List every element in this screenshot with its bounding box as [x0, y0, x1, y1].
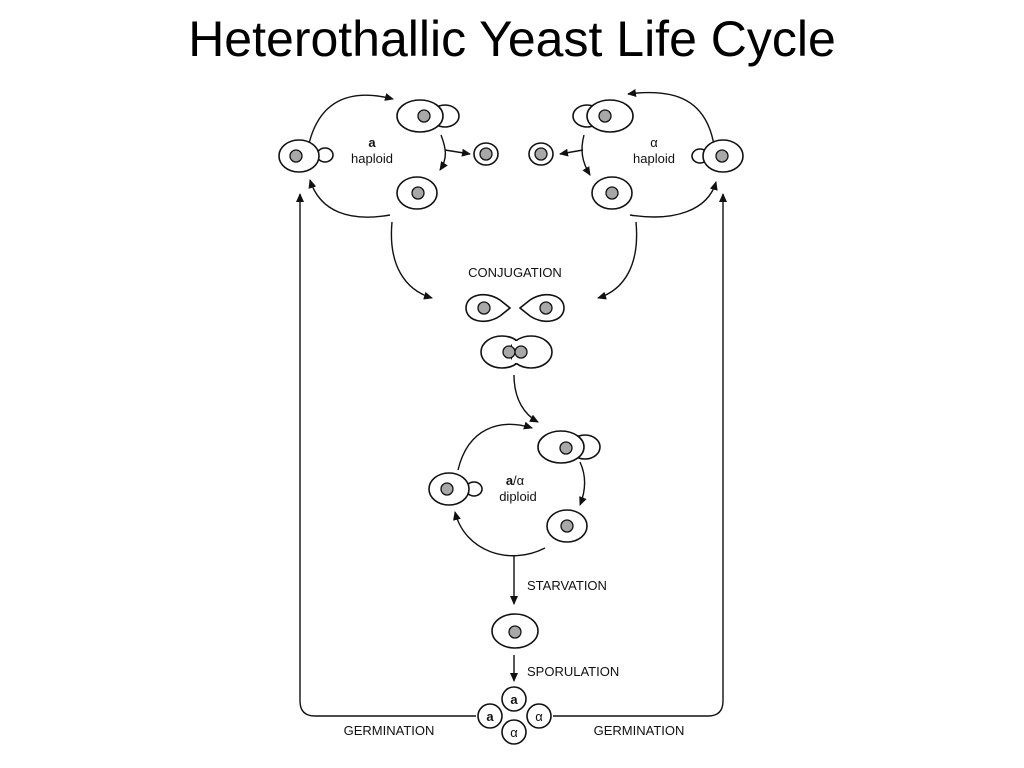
diploid-mating-type-label: a/α: [506, 473, 525, 488]
germination-left-label: GERMINATION: [344, 723, 435, 738]
a-shmoo-cell: [465, 293, 512, 323]
sporulation-label: SPORULATION: [527, 664, 619, 679]
a-mating-type-label: a: [368, 135, 376, 150]
spore-a-left: a: [486, 709, 494, 724]
germination-paths: GERMINATION GERMINATION: [296, 193, 727, 738]
fused-zygote: [480, 335, 553, 369]
alpha-cell-bottom: [591, 176, 633, 210]
alpha-budding-cell-top: [572, 99, 634, 133]
diploid-label: diploid: [499, 489, 537, 504]
spore-alpha-bottom: α: [510, 725, 518, 740]
ascus-tetrad: a a α α: [477, 686, 552, 745]
spore-alpha-right: α: [535, 709, 543, 724]
diploid-budding-cell-top: [537, 430, 601, 464]
a-shed-cell: [473, 142, 499, 166]
alpha-shed-cell: [528, 142, 554, 166]
diploid-cycle: a/α diploid: [428, 421, 601, 557]
a-budding-cell-top: [396, 99, 460, 133]
page-title: Heterothallic Yeast Life Cycle: [188, 11, 836, 67]
alpha-haploid-cycle: α haploid: [528, 89, 744, 218]
alpha-shmoo-cell: [518, 293, 565, 323]
a-haploid-label: haploid: [351, 151, 393, 166]
a-budding-cell-left: [278, 139, 334, 173]
diploid-cell-bottom: [546, 509, 588, 543]
diploid-mating-type-alpha: /α: [513, 473, 525, 488]
diploid-mating-type-a: a: [506, 473, 514, 488]
alpha-budding-cell-right: [691, 139, 744, 173]
sporulation-stage: STARVATION SPORULATION a a α α: [477, 555, 619, 745]
starvation-label: STARVATION: [527, 578, 607, 593]
diploid-budding-cell-left: [428, 472, 483, 506]
a-haploid-cycle: a haploid: [278, 93, 499, 218]
a-cell-bottom: [396, 176, 438, 210]
spore-a-top: a: [510, 692, 518, 707]
conjugation-label: CONJUGATION: [468, 265, 562, 280]
germination-right-label: GERMINATION: [594, 723, 685, 738]
conjugation-stage: CONJUGATION: [390, 221, 638, 423]
alpha-mating-type-label: α: [650, 135, 658, 150]
alpha-haploid-label: haploid: [633, 151, 675, 166]
starved-diploid-cell: [491, 613, 539, 649]
